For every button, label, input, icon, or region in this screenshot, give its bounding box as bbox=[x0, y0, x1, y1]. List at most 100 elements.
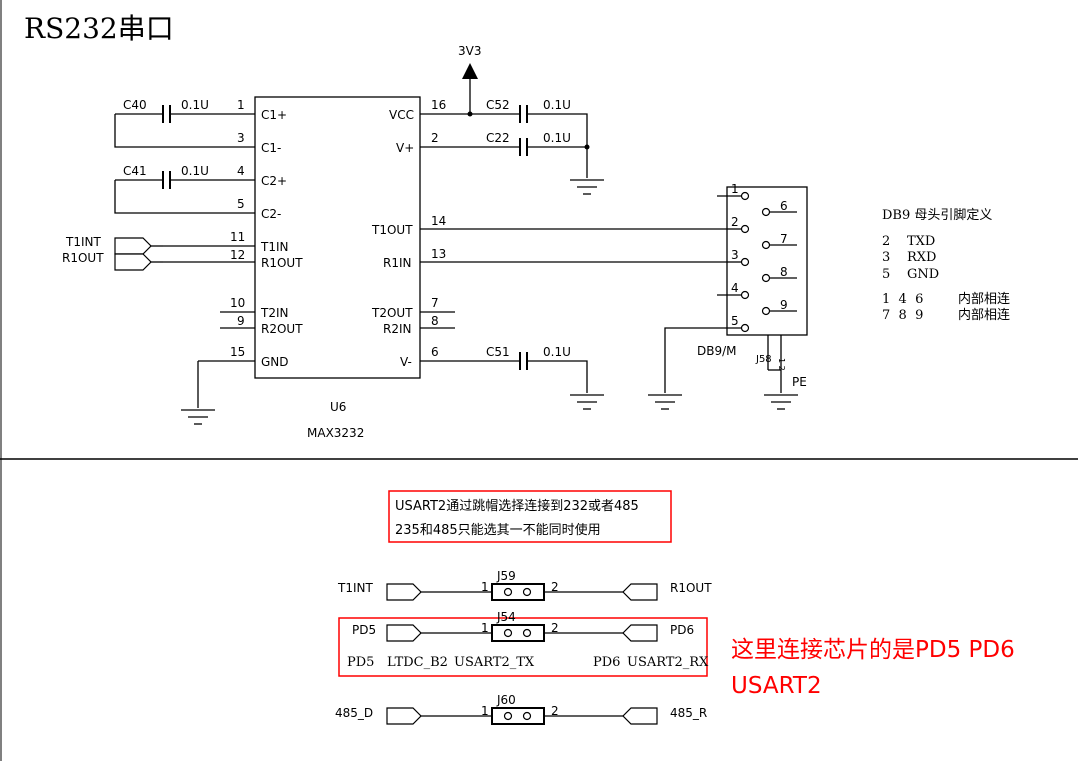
pin-name: T1IN bbox=[260, 240, 288, 254]
svg-text:0.1U: 0.1U bbox=[181, 98, 209, 112]
svg-text:R1OUT: R1OUT bbox=[62, 251, 104, 265]
svg-text:C41: C41 bbox=[123, 164, 147, 178]
power-3v3: 3V3 bbox=[458, 44, 481, 117]
svg-text:1: 1 bbox=[731, 182, 739, 196]
pin-num: 15 bbox=[230, 345, 245, 359]
pin-name: T2OUT bbox=[371, 306, 413, 320]
page-title: RS232串口 bbox=[24, 12, 174, 45]
pin-num: 12 bbox=[230, 248, 245, 262]
pin-num: 10 bbox=[230, 296, 245, 310]
svg-text:J54: J54 bbox=[496, 610, 516, 624]
pin-name: VCC bbox=[389, 108, 414, 122]
svg-text:3V3: 3V3 bbox=[458, 44, 481, 58]
pin-name: GND bbox=[261, 355, 289, 369]
svg-text:0.1U: 0.1U bbox=[543, 98, 571, 112]
chip-ref: U6 bbox=[330, 400, 346, 414]
svg-text:J59: J59 bbox=[496, 569, 516, 583]
db9-definition: DB9 母头引脚定义 2 TXD 3 RXD 5 GND 1 4 6 内部相连 … bbox=[882, 207, 1010, 323]
svg-text:0.1U: 0.1U bbox=[181, 164, 209, 178]
chip-right-pins: 16 VCC 2 V+ 14 T1OUT 13 R1IN 7 T2OUT 8 R… bbox=[371, 98, 727, 369]
svg-text:9: 9 bbox=[780, 298, 788, 312]
pin-num: 2 bbox=[431, 131, 439, 145]
chip-part: MAX3232 bbox=[307, 426, 364, 440]
svg-text:2: 2 bbox=[551, 580, 559, 594]
annotation-line2: USART2 bbox=[731, 673, 822, 699]
capacitor-c40: C40 0.1U bbox=[114, 98, 209, 148]
ground-symbol bbox=[764, 394, 798, 410]
pin-num: 5 bbox=[237, 197, 245, 211]
svg-text:3: 3 bbox=[731, 248, 739, 262]
pin-num: 4 bbox=[237, 164, 245, 178]
svg-text:DB9/M: DB9/M bbox=[697, 344, 737, 358]
svg-text:J60: J60 bbox=[496, 693, 516, 707]
annotation-line1: 这里连接芯片的是PD5 PD6 bbox=[731, 637, 1015, 663]
svg-text:1: 1 bbox=[481, 580, 489, 594]
capacitor-c41: C41 0.1U bbox=[114, 164, 209, 214]
pin-name: V+ bbox=[396, 141, 414, 155]
svg-text:C52: C52 bbox=[486, 98, 510, 112]
svg-text:0.1U: 0.1U bbox=[543, 131, 571, 145]
svg-text:1: 1 bbox=[481, 704, 489, 718]
svg-text:PD5: PD5 bbox=[347, 655, 374, 670]
svg-text:USART2_RX: USART2_RX bbox=[627, 655, 709, 670]
pin-name: C1+ bbox=[261, 108, 287, 122]
pin-name: R1OUT bbox=[261, 256, 303, 270]
pin-num: 9 bbox=[237, 314, 245, 328]
svg-text:GND: GND bbox=[907, 267, 939, 282]
svg-text:485_D: 485_D bbox=[335, 706, 373, 720]
svg-text:5: 5 bbox=[882, 267, 890, 282]
pin-num: 1 bbox=[237, 98, 245, 112]
capacitor-c22: C22 0.1U bbox=[486, 131, 590, 156]
svg-text:235和485只能选其一不能同时使用: 235和485只能选其一不能同时使用 bbox=[395, 522, 601, 538]
svg-text:2: 2 bbox=[551, 621, 559, 635]
svg-text:R1OUT: R1OUT bbox=[670, 581, 712, 595]
svg-text:2: 2 bbox=[731, 215, 739, 229]
pin-name: R1IN bbox=[383, 256, 412, 270]
db9-connector: 1 2 3 4 5 6 7 8 9 DB9/M bbox=[664, 182, 808, 393]
svg-text:PD6: PD6 bbox=[670, 623, 694, 637]
ground-symbol bbox=[648, 394, 682, 410]
chip-ground bbox=[181, 361, 215, 425]
net-port-t1int: T1INT bbox=[65, 235, 163, 255]
svg-text:USART2通过跳帽选择连接到232或者485: USART2通过跳帽选择连接到232或者485 bbox=[395, 498, 639, 514]
svg-text:PD6: PD6 bbox=[593, 655, 620, 670]
jumper-j59: T1INT R1OUT J59 1 2 bbox=[337, 569, 712, 601]
ground-symbol bbox=[570, 394, 604, 410]
svg-text:485_R: 485_R bbox=[670, 706, 707, 720]
svg-text:6: 6 bbox=[780, 199, 788, 213]
svg-text:2: 2 bbox=[882, 234, 890, 249]
ground-symbol bbox=[570, 179, 604, 195]
max3232-chip bbox=[254, 96, 421, 379]
svg-text:PD5: PD5 bbox=[352, 623, 376, 637]
svg-text:1: 1 bbox=[481, 621, 489, 635]
svg-text:C22: C22 bbox=[486, 131, 510, 145]
pin-num: 8 bbox=[431, 314, 439, 328]
svg-text:LTDC_B2: LTDC_B2 bbox=[387, 655, 448, 670]
svg-text:7: 7 bbox=[780, 232, 788, 246]
db9-shield: J58 1 2 PE bbox=[755, 335, 807, 393]
svg-text:J58: J58 bbox=[755, 354, 772, 365]
db9-def-title: DB9 母头引脚定义 bbox=[882, 207, 992, 223]
pin-name: T2IN bbox=[260, 306, 288, 320]
pd-highlight-box bbox=[338, 617, 708, 677]
pin-num: 14 bbox=[431, 214, 446, 228]
pin-num: 13 bbox=[431, 247, 446, 261]
svg-text:T1INT: T1INT bbox=[65, 235, 101, 249]
usart-note-box: USART2通过跳帽选择连接到232或者485 235和485只能选其一不能同时… bbox=[388, 490, 672, 543]
svg-text:3: 3 bbox=[882, 250, 890, 265]
svg-text:TXD: TXD bbox=[907, 234, 935, 249]
svg-text:USART2_TX: USART2_TX bbox=[454, 655, 535, 670]
pin-name: T1OUT bbox=[371, 223, 413, 237]
svg-text:内部相连: 内部相连 bbox=[958, 291, 1010, 307]
svg-text:2: 2 bbox=[551, 704, 559, 718]
svg-text:7 8 9: 7 8 9 bbox=[882, 308, 923, 323]
svg-text:T1INT: T1INT bbox=[337, 581, 373, 595]
pin-num: 16 bbox=[431, 98, 446, 112]
chip-left-pins: 1 C1+ 3 C1- 4 C2+ 5 C2- 11 T1IN 12 R1OUT… bbox=[163, 98, 303, 369]
pin-name: V- bbox=[400, 355, 412, 369]
pin-num: 11 bbox=[230, 230, 245, 244]
svg-text:1 2: 1 2 bbox=[777, 358, 786, 371]
svg-text:C40: C40 bbox=[123, 98, 147, 112]
svg-text:1 4 6: 1 4 6 bbox=[882, 292, 923, 307]
svg-text:RXD: RXD bbox=[907, 250, 936, 265]
